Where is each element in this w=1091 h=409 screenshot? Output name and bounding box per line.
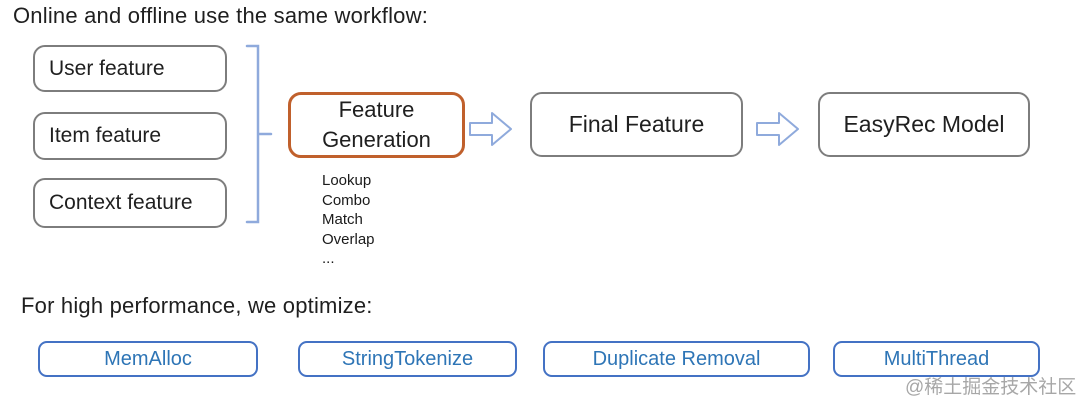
watermark-text: @稀土掘金技术社区 — [905, 377, 1077, 398]
operation-item: Overlap — [322, 230, 375, 248]
operation-item: Match — [322, 211, 363, 228]
memalloc-label: MemAlloc — [104, 347, 192, 370]
item-feature-label: Item feature — [49, 124, 162, 147]
input-box-user-feature: User feature — [33, 45, 227, 92]
stringtokenize-label: StringTokenize — [341, 347, 474, 370]
feature-generation-box: Feature Generation — [288, 92, 465, 158]
optimization-section-title: For high performance, we optimize: — [21, 293, 373, 318]
context-feature-label: Context feature — [49, 191, 193, 214]
right-arrow-icon — [756, 112, 799, 146]
optimize-box-stringtokenize: StringTokenize — [298, 341, 517, 377]
workflow-section-title: Online and offline use the same workflow… — [13, 3, 429, 28]
multithread-label: MultiThread — [883, 347, 990, 370]
optimize-box-duplicate-removal: Duplicate Removal — [543, 341, 810, 377]
final-feature-label: Final Feature — [568, 111, 705, 137]
feature-generation-label: Feature Generation — [322, 97, 431, 152]
feature-operations-list: Lookup Combo Match Overlap ... — [322, 171, 375, 269]
optimize-box-memalloc: MemAlloc — [38, 341, 258, 377]
easyrec-model-label: EasyRec Model — [843, 111, 1005, 137]
input-box-item-feature: Item feature — [33, 112, 227, 160]
operation-item: ... — [322, 250, 335, 267]
bracket-connector-icon — [245, 44, 273, 224]
final-feature-box: Final Feature — [530, 92, 743, 157]
input-box-context-feature: Context feature — [33, 178, 227, 228]
operation-item: Combo — [322, 191, 371, 209]
easyrec-model-box: EasyRec Model — [818, 92, 1030, 157]
operation-item: Lookup — [322, 172, 372, 189]
user-feature-label: User feature — [49, 56, 165, 80]
optimize-box-multithread: MultiThread — [833, 341, 1040, 377]
right-arrow-icon — [469, 112, 512, 146]
duplicate-removal-label: Duplicate Removal — [592, 347, 761, 370]
